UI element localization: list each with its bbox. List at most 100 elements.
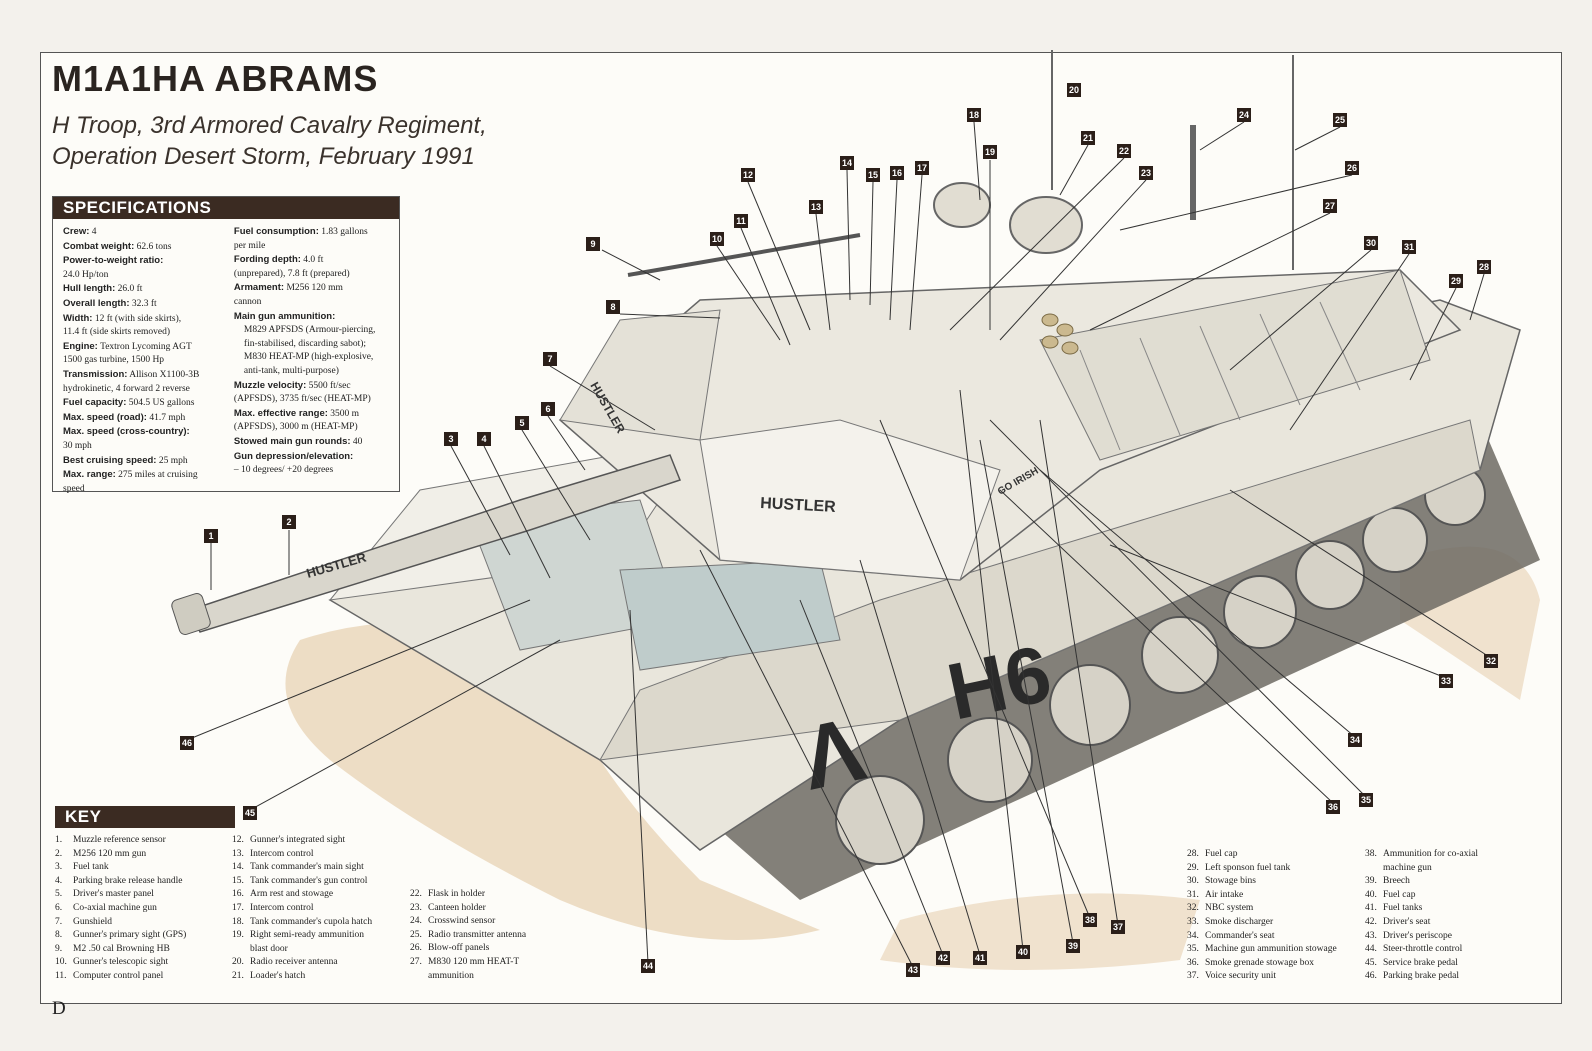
key-item: 41.Fuel tanks bbox=[1365, 902, 1525, 916]
key-item-number: 16. bbox=[232, 889, 244, 900]
key-item-text: Breech bbox=[1383, 876, 1410, 887]
key-item-text: Gunner's primary sight (GPS) bbox=[73, 930, 187, 941]
key-item-number: 19. bbox=[232, 930, 244, 941]
spec-line: Main gun ammunition: bbox=[234, 310, 391, 325]
key-item-text: Fuel cap bbox=[1205, 849, 1238, 859]
key-item: 24.Crosswind sensor bbox=[410, 915, 560, 929]
callout-number: 27 bbox=[1323, 199, 1337, 213]
key-item: 2.M256 120 mm gun bbox=[55, 848, 230, 862]
key-item-number: 33. bbox=[1187, 916, 1199, 927]
key-item-number: 31. bbox=[1187, 889, 1199, 900]
key-item-text: Voice security unit bbox=[1205, 971, 1277, 982]
key-item-text: Blow-off panels bbox=[428, 943, 490, 954]
key-item-number: 27. bbox=[410, 956, 422, 967]
key-item-text: Air intake bbox=[1205, 889, 1244, 900]
key-item: 21.Loader's hatch bbox=[232, 970, 417, 984]
subtitle-line-2: Operation Desert Storm, February 1991 bbox=[52, 143, 475, 170]
key-item-number: 9. bbox=[55, 943, 63, 954]
spec-line: 1500 gas turbine, 1500 Hp bbox=[63, 354, 230, 368]
spec-label: Best cruising speed: bbox=[63, 454, 157, 466]
spec-line: hydrokinetic, 4 forward 2 reverse bbox=[63, 383, 230, 397]
spec-label: Max. range: bbox=[63, 469, 116, 481]
page-subtitle: H Troop, 3rd Armored Cavalry Regiment, O… bbox=[52, 110, 512, 172]
key-item: 6.Co-axial machine gun bbox=[55, 902, 230, 916]
key-item-text: Radio receiver antenna bbox=[250, 957, 338, 968]
key-item-text: Driver's master panel bbox=[73, 889, 154, 900]
callout-number: 41 bbox=[973, 951, 987, 965]
spec-line: 11.4 ft (side skirts removed) bbox=[63, 326, 230, 340]
key-item-text: Muzzle reference sensor bbox=[73, 835, 166, 845]
key-item-number: 13. bbox=[232, 848, 244, 859]
spec-line: Best cruising speed: 25 mph bbox=[63, 454, 230, 469]
callout-number: 18 bbox=[967, 108, 981, 122]
key-item-text: Service brake pedal bbox=[1383, 957, 1458, 968]
spec-label: Armament: bbox=[233, 282, 285, 294]
spec-line: Fording depth: 4.0 ft bbox=[234, 253, 391, 268]
key-item-text: ammunition bbox=[428, 970, 474, 981]
key-item: 32.NBC system bbox=[1187, 902, 1367, 916]
key-item: 33. Smoke discharger bbox=[1187, 916, 1367, 930]
key-item: 4.Parking brake release handle bbox=[55, 875, 230, 889]
page-letter: D bbox=[52, 998, 66, 1019]
callout-number: 33 bbox=[1439, 674, 1453, 688]
spec-value: (unprepared), 7.8 ft (prepared) bbox=[233, 268, 350, 279]
spec-line: M829 APFSDS (Armour-piercing, bbox=[234, 324, 391, 338]
key-item-number: 44. bbox=[1365, 944, 1377, 955]
callout-number: 14 bbox=[840, 156, 854, 170]
key-item-text: Loader's hatch bbox=[250, 970, 306, 981]
key-heading: KEY bbox=[55, 806, 235, 828]
key-item: 38.Ammunition for co-axial bbox=[1365, 848, 1525, 862]
key-item: 39.Breech bbox=[1365, 875, 1525, 889]
spec-label: Engine: bbox=[63, 340, 98, 352]
spec-label: Max. speed (road): bbox=[63, 411, 147, 423]
callout-number: 2 bbox=[282, 515, 296, 529]
key-item-number: 20. bbox=[232, 957, 244, 968]
key-item-text: Smoke grenade stowage box bbox=[1205, 957, 1314, 968]
key-item-number: 22. bbox=[410, 889, 422, 899]
key-item-text: Fuel tanks bbox=[1383, 903, 1423, 914]
callout-number: 8 bbox=[606, 300, 620, 314]
key-item-number bbox=[1365, 862, 1383, 876]
key-item-number: 11. bbox=[55, 970, 67, 981]
spec-line: cannon bbox=[234, 296, 391, 310]
spec-line: Width: 12 ft (with side skirts), bbox=[63, 312, 230, 327]
callout-number: 17 bbox=[915, 161, 929, 175]
callout-number: 40 bbox=[1016, 945, 1030, 959]
key-item-text: NBC system bbox=[1205, 903, 1254, 914]
callout-number: 6 bbox=[541, 402, 555, 416]
spec-line: anti-tank, multi-purpose) bbox=[234, 365, 391, 379]
key-item-number: 40. bbox=[1365, 889, 1377, 900]
key-item: 16.Arm rest and stowage bbox=[232, 888, 417, 902]
key-item-text: Ammunition for co-axial bbox=[1383, 849, 1478, 859]
key-item: 1.Muzzle reference sensor bbox=[55, 834, 230, 848]
spec-value: 4 bbox=[91, 227, 97, 237]
key-item: 17.Intercom control bbox=[232, 902, 417, 916]
key-item-text: Fuel cap bbox=[1383, 889, 1416, 900]
key-item: 37.Voice security unit bbox=[1187, 970, 1367, 984]
spec-label: Width: bbox=[63, 312, 93, 324]
spec-line: Muzzle velocity: 5500 ft/sec bbox=[234, 379, 391, 394]
key-item-number: 2. bbox=[55, 848, 63, 859]
key-item-text: Steer-throttle control bbox=[1383, 944, 1463, 955]
callout-number: 44 bbox=[641, 959, 655, 973]
key-item-number: 36. bbox=[1187, 957, 1199, 968]
spec-value: 4.0 ft bbox=[303, 255, 324, 266]
spec-value: Textron Lycoming AGT bbox=[100, 341, 192, 352]
key-item-text: Smoke discharger bbox=[1205, 916, 1274, 927]
spec-label: Max. speed (cross-country): bbox=[63, 426, 190, 438]
spec-value: 26.0 ft bbox=[117, 284, 143, 295]
callout-number: 37 bbox=[1111, 920, 1125, 934]
key-item-text: Parking brake pedal bbox=[1383, 971, 1459, 982]
callout-number: 31 bbox=[1402, 240, 1416, 254]
key-item: ammunition bbox=[410, 970, 560, 984]
key-item: 9.M2 .50 cal Browning HB bbox=[55, 943, 230, 957]
spec-label: Main gun ammunition: bbox=[233, 310, 336, 322]
key-item: machine gun bbox=[1365, 862, 1525, 876]
callout-number: 42 bbox=[936, 951, 950, 965]
spec-value: M830 HEAT-MP (high-explosive, bbox=[243, 352, 374, 363]
key-item-text: Driver's seat bbox=[1383, 916, 1431, 927]
spec-label: Hull length: bbox=[63, 283, 116, 295]
